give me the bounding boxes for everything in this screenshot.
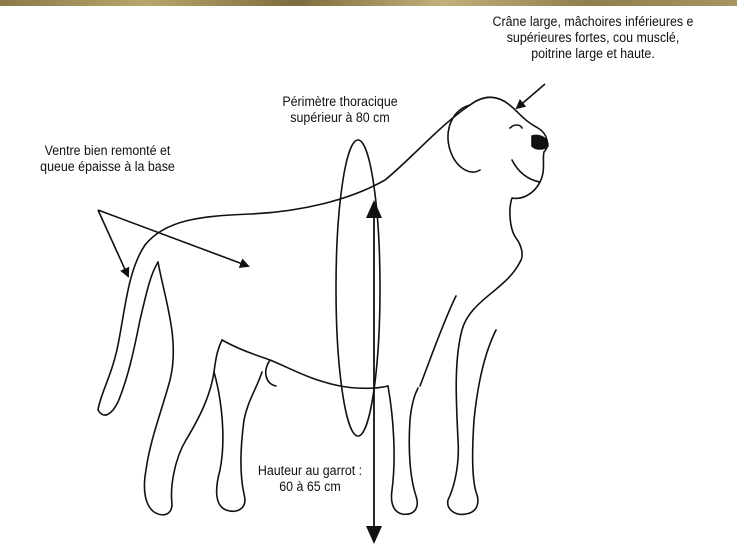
dog-neck-back [145, 105, 470, 245]
dog-ear [448, 105, 480, 172]
height-arrow-top [366, 200, 382, 218]
height-arrow-bottom [366, 526, 382, 544]
head-annotation: Crâne large, mâchoires inférieures e sup… [458, 14, 728, 62]
chest-annotation-line-1: Périmètre thoracique [257, 94, 423, 110]
head-annotation-line-2: supérieures fortes, cou musclé, [458, 30, 728, 46]
belly-tail-annotation-line-2: queue épaisse à la base [9, 159, 207, 175]
dog-front-leg [388, 386, 418, 514]
dog-head [470, 97, 547, 262]
height-annotation-line-2: 60 à 65 cm [236, 479, 383, 495]
belly-tail-annotation-line-1: Ventre bien remonté et [9, 143, 207, 159]
height-annotation-line-1: Hauteur au garrot : [236, 463, 383, 479]
dog-hind-leg [144, 262, 222, 515]
height-annotation: Hauteur au garrot : 60 à 65 cm [236, 463, 383, 495]
dog-tail [98, 245, 158, 415]
dog-belly [222, 340, 388, 388]
chest-annotation: Périmètre thoracique supérieur à 80 cm [257, 94, 423, 126]
chest-annotation-line-2: supérieur à 80 cm [257, 110, 423, 126]
belly-tail-annotation: Ventre bien remonté et queue épaisse à l… [9, 143, 207, 175]
head-arrow [517, 84, 545, 108]
dog-chest [420, 296, 456, 386]
dog-jowl [512, 160, 540, 182]
head-annotation-line-3: poitrine large et haute. [458, 46, 728, 62]
dog-front-leg-far [448, 262, 520, 514]
dog-eye [510, 125, 522, 128]
dog-elbow [266, 360, 276, 386]
head-annotation-line-1: Crâne large, mâchoires inférieures e [458, 14, 728, 30]
